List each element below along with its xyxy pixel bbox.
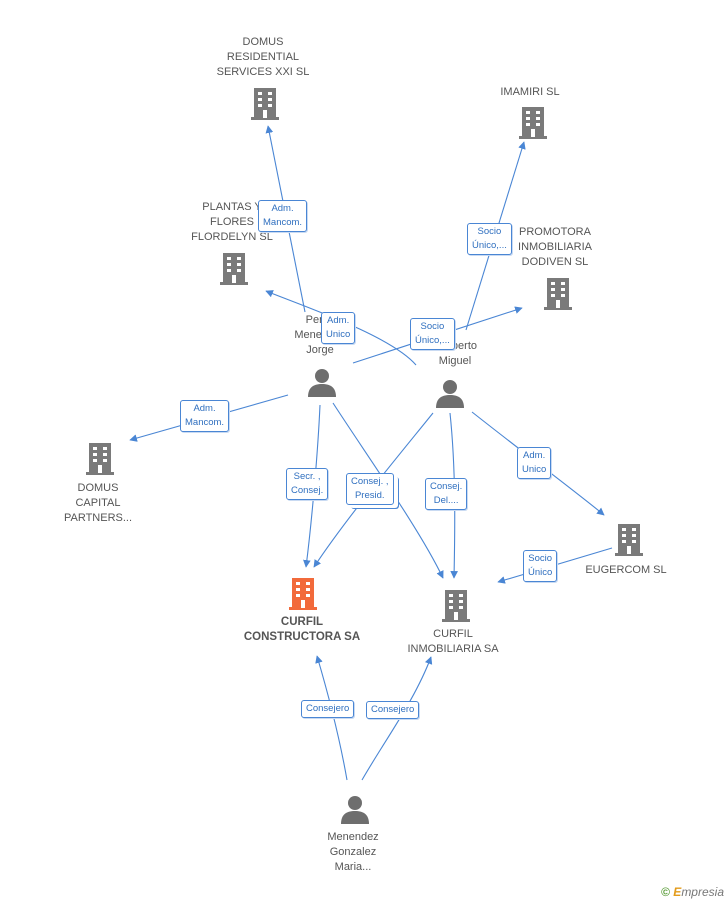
building-icon xyxy=(615,524,643,556)
relation-label[interactable]: Consej. , Presid. xyxy=(346,473,394,505)
building-icon xyxy=(86,443,114,475)
building-icon xyxy=(289,578,317,610)
person-icon xyxy=(436,380,464,408)
edge-maria-curfil-i xyxy=(361,656,433,781)
person-icon xyxy=(341,796,369,824)
relation-label[interactable]: Consejero xyxy=(301,700,355,718)
node-label: IMAMIRI SL xyxy=(500,86,560,98)
relation-label[interactable]: Socio Único,... xyxy=(467,223,512,255)
node-label: DOMUS CAPITAL PARTNERS... xyxy=(63,482,133,524)
building-icon xyxy=(220,253,248,285)
node-label: PROMOTORA INMOBILIARIA DODIVEN SL xyxy=(518,226,592,268)
relation-label[interactable]: Adm. Mancom. xyxy=(180,400,230,432)
relation-label[interactable]: Adm. Unico xyxy=(321,312,356,344)
relation-label[interactable]: Secr. , Consej. xyxy=(286,468,329,500)
node-label: Perez Menendez Jorge xyxy=(294,314,346,356)
relation-label[interactable]: Socio Único,... xyxy=(410,318,455,350)
building-icon xyxy=(251,88,279,120)
node-label: DOMUS RESIDENTIAL SERVICES XXI SL xyxy=(216,36,310,78)
node-label: CURFIL INMOBILIARIA SA xyxy=(407,628,499,655)
building-icon xyxy=(544,278,572,310)
relation-label[interactable]: Consejero xyxy=(366,701,420,719)
node-label: CURFIL CONSTRUCTORA SA xyxy=(243,616,361,643)
relation-label[interactable]: Socio Único xyxy=(523,550,558,582)
building-icon xyxy=(442,590,470,622)
person-icon xyxy=(308,369,336,397)
node-label: Menendez Gonzalez Maria... xyxy=(327,831,379,873)
edge-maria-curfil-c xyxy=(315,655,348,781)
relation-label[interactable]: Adm. Mancom. xyxy=(258,200,308,232)
relation-label[interactable]: Consej. Del.... xyxy=(425,478,468,510)
relation-label[interactable]: Adm. Unico xyxy=(517,447,552,479)
node-label: PLANTAS Y FLORES FLORDELYN SL xyxy=(191,201,273,243)
node-label: EUGERCOM SL xyxy=(585,564,667,576)
building-icon xyxy=(519,107,547,139)
empresia-logo: © Empresia xyxy=(661,885,724,899)
